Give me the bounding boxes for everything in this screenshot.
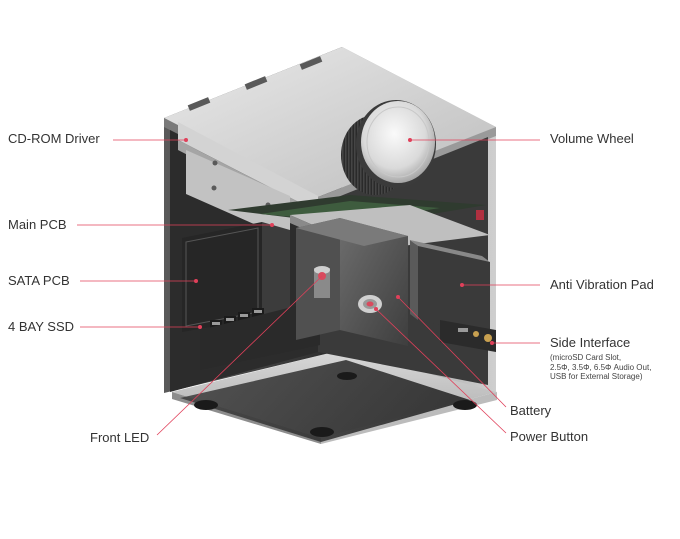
volume-wheel (341, 100, 436, 195)
side-interface-details: (microSD Card Slot, 2.5Φ, 3.5Φ, 6.5Φ Aud… (550, 353, 651, 382)
battery-block (296, 218, 408, 346)
leader-front-led (156, 275, 323, 436)
label-volume-wheel: Volume Wheel (550, 131, 634, 146)
label-sata-pcb: SATA PCB (8, 273, 70, 288)
rubber-foot (453, 400, 477, 410)
leader-dots (184, 138, 494, 345)
front-led (314, 266, 330, 298)
rubber-foot (194, 400, 218, 410)
label-battery: Battery (510, 403, 552, 418)
leader-lines (77, 139, 540, 436)
rubber-foot (337, 372, 357, 380)
right-panel-accent (476, 210, 484, 220)
label-4-bay-ssd: 4 BAY SSD (8, 319, 74, 334)
label-side-interface: Side Interface (550, 335, 631, 350)
sata-pcb (182, 222, 290, 332)
vent-slot (244, 76, 268, 90)
anti-vibration-pad (410, 240, 490, 336)
power-button (358, 295, 382, 313)
label-main-pcb: Main PCB (8, 217, 67, 232)
side-interface-detail-line: 2.5Φ, 3.5Φ, 6.5Φ Audio Out, (550, 362, 652, 372)
side-interface-ports (440, 320, 496, 352)
side-interface-detail-line: (microSD Card Slot, (550, 353, 622, 362)
cd-rom-drive (178, 122, 318, 240)
label-front-led: Front LED (90, 430, 150, 445)
leader-battery (397, 296, 507, 408)
leader-power-button (375, 308, 507, 434)
label-power-button: Power Button (510, 429, 589, 444)
rubber-foot (310, 427, 334, 437)
base-plate (172, 349, 497, 444)
label-anti-vibration-pad: Anti Vibration Pad (550, 277, 654, 292)
side-interface-detail-line: USB for External Storage) (550, 372, 643, 381)
ssd-bays (200, 300, 320, 370)
label-cd-rom-driver: CD-ROM Driver (8, 131, 100, 146)
vent-slot (299, 56, 323, 70)
vent-slot (187, 97, 211, 111)
